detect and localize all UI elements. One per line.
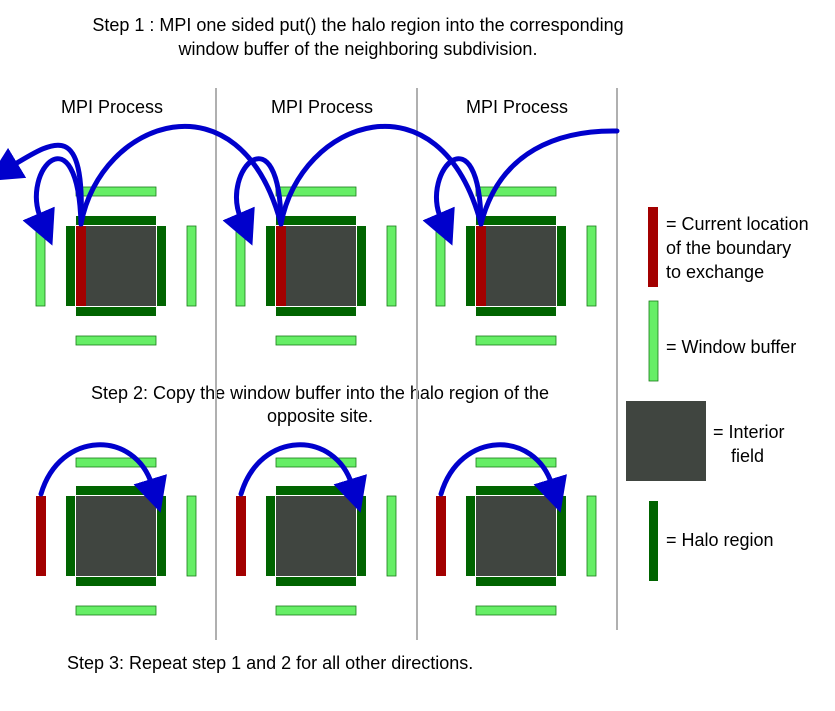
window-buffer-bottom — [475, 335, 557, 346]
halo-bottom — [76, 307, 156, 316]
halo-top — [276, 486, 356, 495]
put-arrow-2b — [222, 156, 284, 246]
halo-right — [557, 496, 566, 576]
window-buffer-right — [186, 495, 197, 577]
window-buffer-left — [235, 225, 246, 307]
halo-bottom — [476, 577, 556, 586]
window-buffer-top — [475, 457, 557, 468]
window-buffer-left-filled — [236, 496, 246, 576]
legend-interior-swatch — [626, 401, 706, 481]
window-buffer-right — [586, 225, 597, 307]
halo-top — [76, 216, 156, 225]
interior-field — [476, 496, 556, 576]
step1-cell-2 — [235, 186, 397, 346]
legend-boundary-swatch — [648, 207, 658, 287]
step1-text-line2: window buffer of the neighboring subdivi… — [178, 39, 538, 59]
legend-window-swatch — [648, 300, 659, 382]
window-buffer-left-filled — [436, 496, 446, 576]
window-buffer-bottom — [275, 335, 357, 346]
copy-arrow-2 — [238, 442, 367, 513]
interior-field — [76, 496, 156, 576]
legend-boundary-line3: to exchange — [666, 262, 764, 282]
step1-cell-3 — [435, 186, 597, 346]
halo-bottom — [76, 577, 156, 586]
halo-left — [266, 496, 275, 576]
halo-right — [157, 496, 166, 576]
window-buffer-right — [386, 495, 397, 577]
put-arrow-3a — [278, 124, 484, 227]
step3-text: Step 3: Repeat step 1 and 2 for all othe… — [67, 653, 473, 673]
legend-halo-label: = Halo region — [666, 530, 774, 550]
window-buffer-left — [435, 225, 446, 307]
step2-cell-1 — [36, 457, 197, 616]
halo-top — [76, 486, 156, 495]
window-buffer-top — [275, 457, 357, 468]
window-buffer-top — [75, 457, 157, 468]
legend-interior-line2: field — [731, 446, 764, 466]
legend-boundary-line1: = Current location — [666, 214, 809, 234]
process-label-3: MPI Process — [466, 97, 568, 117]
halo-left — [466, 226, 475, 306]
step2-text-line1: Step 2: Copy the window buffer into the … — [91, 383, 549, 403]
copy-arrow-3 — [438, 442, 567, 513]
step2-arrows — [38, 442, 567, 513]
interior-field — [476, 226, 556, 306]
step2-cell-3 — [436, 457, 597, 616]
interior-field — [276, 226, 356, 306]
window-buffer-right — [386, 225, 397, 307]
window-buffer-right — [186, 225, 197, 307]
window-buffer-right — [586, 495, 597, 577]
window-buffer-bottom — [475, 605, 557, 616]
halo-right — [557, 226, 566, 306]
step2-text-line2: opposite site. — [267, 406, 373, 426]
interior-field — [76, 226, 156, 306]
put-arrow-1a — [22, 156, 84, 246]
halo-top — [476, 486, 556, 495]
halo-bottom — [276, 577, 356, 586]
step1-arrows — [0, 124, 620, 246]
halo-left — [266, 226, 275, 306]
boundary-strip — [276, 226, 286, 306]
step1-text-line1: Step 1 : MPI one sided put() the halo re… — [92, 15, 623, 35]
halo-top — [476, 216, 556, 225]
window-buffer-top — [475, 186, 557, 197]
halo-right — [357, 226, 366, 306]
window-buffer-bottom — [75, 335, 157, 346]
halo-left — [66, 496, 75, 576]
step1-cell-1 — [35, 186, 197, 346]
window-buffer-bottom — [75, 605, 157, 616]
legend-interior-line1: = Interior — [713, 422, 785, 442]
process-label-2: MPI Process — [271, 97, 373, 117]
put-arrow-1b — [0, 142, 84, 227]
halo-bottom — [476, 307, 556, 316]
copy-arrow-1 — [38, 442, 167, 513]
interior-field — [276, 496, 356, 576]
put-arrow-2a — [78, 124, 284, 227]
legend: = Current location of the boundary to ex… — [626, 207, 809, 581]
window-buffer-left-filled — [36, 496, 46, 576]
halo-bottom — [276, 307, 356, 316]
boundary-strip — [476, 226, 486, 306]
window-buffer-bottom — [275, 605, 357, 616]
legend-halo-swatch — [649, 501, 658, 581]
process-label-1: MPI Process — [61, 97, 163, 117]
boundary-strip — [76, 226, 86, 306]
legend-boundary-line2: of the boundary — [666, 238, 791, 258]
halo-left — [466, 496, 475, 576]
legend-window-label: = Window buffer — [666, 337, 796, 357]
step2-cell-2 — [236, 457, 397, 616]
window-buffer-left — [35, 225, 46, 307]
put-arrow-3b — [422, 156, 484, 246]
halo-left — [66, 226, 75, 306]
halo-top — [276, 216, 356, 225]
window-buffer-top — [275, 186, 357, 197]
halo-right — [157, 226, 166, 306]
put-arrow-incoming — [478, 128, 620, 227]
halo-right — [357, 496, 366, 576]
